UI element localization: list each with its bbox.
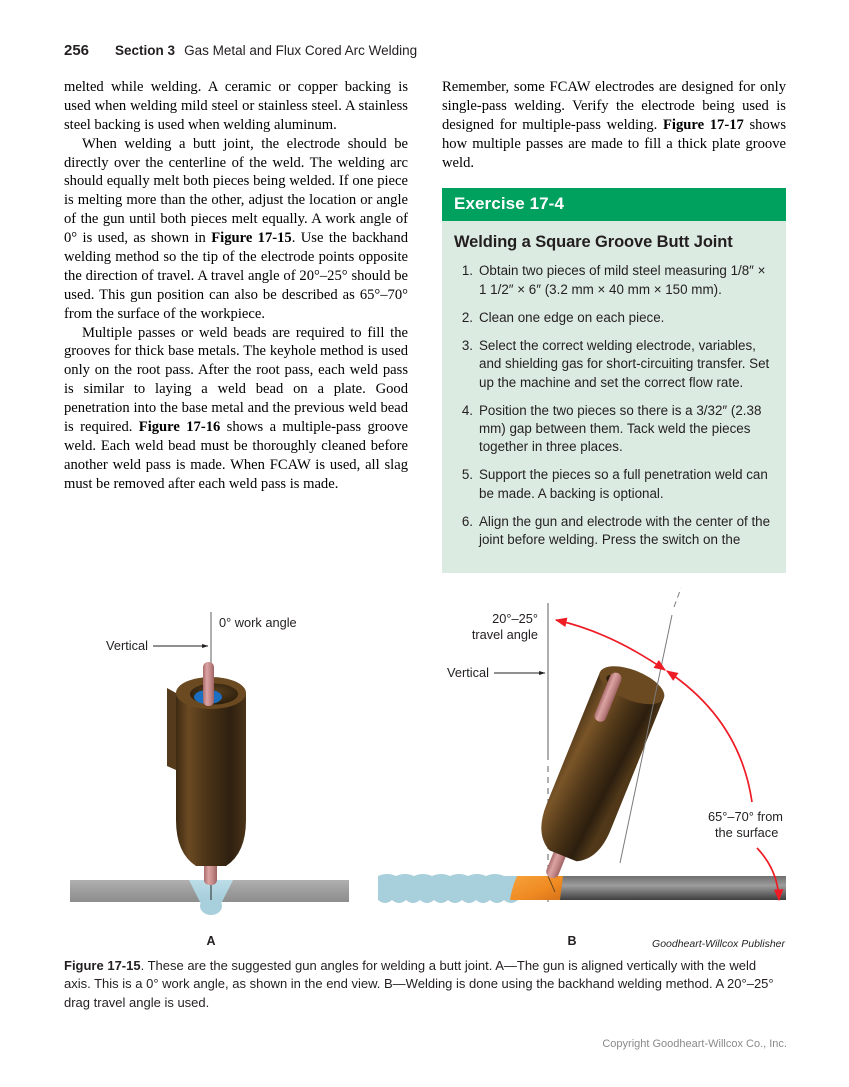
- exercise-step: 3. Select the correct welding electrode,…: [454, 337, 772, 392]
- step-number: 2.: [461, 309, 473, 325]
- paragraph-text: When welding a butt joint, the electrode…: [64, 135, 408, 322]
- exercise-step: 6. Align the gun and electrode with the …: [454, 513, 772, 549]
- section-title: Gas Metal and Flux Cored Arc Welding: [184, 43, 418, 58]
- panel-b-travel-angle-label-line2: travel angle: [472, 627, 538, 642]
- paragraph: Remember, some FCAW electrodes are desig…: [442, 79, 786, 171]
- panel-b-base-plate: [530, 876, 786, 900]
- exercise-header: Exercise 17-4: [442, 188, 786, 222]
- panel-a-gun-left-flange: [167, 688, 176, 770]
- panel-a-vertical-label: Vertical: [106, 638, 148, 653]
- paragraph: Multiple passes or weld beads are requir…: [64, 324, 408, 494]
- panel-a-illustration: 0° work angle Vertical A: [70, 612, 349, 948]
- section-label: Section 3: [115, 43, 176, 58]
- panel-b-electrode-upper: [594, 672, 622, 722]
- exercise-box: Exercise 17-4 Welding a Square Groove Bu…: [442, 188, 786, 574]
- step-text: Position the two pieces so there is a 3/…: [479, 402, 762, 455]
- figure-caption-text: . These are the suggested gun angles for…: [64, 958, 774, 1010]
- panel-b-surface-angle-label-line2: the surface: [715, 825, 778, 840]
- left-column: melted while welding. A ceramic or coppe…: [64, 78, 408, 573]
- copyright-notice: Copyright Goodheart-Willcox Co., Inc.: [602, 1038, 787, 1050]
- exercise-title: Welding a Square Groove Butt Joint: [454, 233, 733, 252]
- step-text: Obtain two pieces of mild steel measurin…: [479, 263, 766, 297]
- panel-a-work-angle-label: 0° work angle: [219, 615, 297, 630]
- step-text: Align the gun and electrode with the cen…: [479, 513, 771, 548]
- panel-a-letter: A: [206, 934, 215, 948]
- panel-b-weld-top-ripple: [378, 874, 520, 876]
- step-number: 1.: [461, 263, 473, 279]
- exercise-step: 2. Clean one edge on each piece.: [454, 309, 772, 327]
- panel-a-penetration-drop: [200, 897, 222, 915]
- step-text: Clean one edge on each piece.: [479, 309, 665, 325]
- figure-credit: Goodheart-Willcox Publisher: [652, 938, 785, 950]
- panel-b-weld-ripple-edge: [378, 900, 533, 903]
- panel-b-gun-axis-extension: [673, 587, 682, 608]
- panel-b-gun-body: [541, 672, 664, 862]
- panel-b-molten-weld-pool: [510, 876, 563, 900]
- panel-b-travel-angle-label-line1: 20°–25°: [492, 611, 538, 626]
- right-column: Remember, some FCAW electrodes are desig…: [442, 78, 786, 574]
- panel-b-surface-angle-label-line1: 65°–70° from: [708, 809, 783, 824]
- panel-a-gun-body: [176, 693, 246, 866]
- panel-a-electrode-upper: [203, 662, 214, 706]
- step-number: 3.: [461, 338, 473, 354]
- step-text: Support the pieces so a full penetration…: [479, 467, 768, 501]
- paragraph: When welding a butt joint, the electrode…: [64, 135, 408, 324]
- exercise-step: 1. Obtain two pieces of mild steel measu…: [454, 262, 772, 298]
- figure-caption-label: Figure 17-15: [64, 958, 141, 973]
- step-number: 4.: [461, 402, 473, 418]
- panel-b-completed-weld-area: [378, 876, 533, 900]
- exercise-step: 4. Position the two pieces so there is a…: [454, 402, 772, 457]
- step-number: 6.: [461, 513, 473, 529]
- paragraph: melted while welding. A ceramic or coppe…: [64, 79, 408, 133]
- paragraph-text: Multiple passes or weld beads are requir…: [64, 324, 408, 492]
- panel-b-surface-angle-arc-lower: [756, 847, 784, 902]
- figure-17-15: 0° work angle Vertical A: [0, 570, 849, 960]
- step-text: Select the correct welding electrode, va…: [479, 338, 770, 390]
- body-columns: melted while welding. A ceramic or coppe…: [64, 78, 786, 574]
- exercise-step-list: 1. Obtain two pieces of mild steel measu…: [442, 256, 786, 549]
- panel-b-illustration: 20°–25° travel angle Vertical 65°–70° fr…: [378, 587, 786, 948]
- panel-b-arc-line: [547, 875, 556, 893]
- page-number: 256: [64, 42, 90, 59]
- panel-b-travel-angle-arc: [554, 617, 666, 671]
- panel-b-surface-angle-arc-upper: [666, 670, 753, 803]
- exercise-step: 5. Support the pieces so a full penetrat…: [454, 466, 772, 502]
- panel-b-vertical-label: Vertical: [447, 665, 489, 680]
- panel-b-letter: B: [567, 934, 576, 948]
- step-number: 5.: [461, 467, 473, 483]
- figure-caption: Figure 17-15. These are the suggested gu…: [64, 957, 786, 1012]
- running-head: 256 Section 3 Gas Metal and Flux Cored Arc…: [64, 42, 794, 59]
